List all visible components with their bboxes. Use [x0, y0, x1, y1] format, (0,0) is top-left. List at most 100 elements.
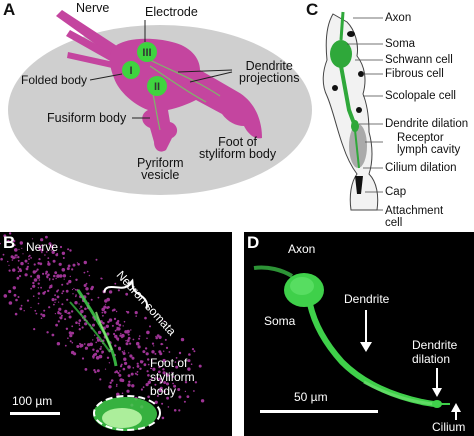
speckle-dot — [62, 257, 65, 259]
speckle-dot — [138, 337, 141, 340]
speckle-dot — [134, 311, 138, 315]
speckle-dot — [36, 274, 40, 278]
speckle-dot — [61, 303, 64, 306]
speckle-dot — [135, 315, 137, 317]
speckle-dot — [28, 258, 30, 260]
neuron-green-signal — [95, 311, 113, 351]
speckle-dot — [58, 301, 60, 303]
speckle-dot — [3, 234, 7, 238]
label-nerve: Nerve — [76, 1, 110, 15]
speckle-dot — [98, 354, 103, 359]
nucleus — [358, 71, 364, 77]
speckle-dot — [92, 348, 95, 351]
speckle-dot — [27, 262, 29, 265]
speckle-dot — [30, 306, 32, 309]
dendrite-dilation-shape — [351, 120, 359, 132]
speckle-dot — [138, 335, 141, 337]
cilium-line — [354, 129, 360, 169]
speckle-dot — [28, 254, 31, 257]
speckle-dot — [66, 282, 69, 285]
speckle-dot — [102, 321, 105, 325]
speckle-dot — [37, 282, 40, 285]
speckle-dot — [69, 249, 72, 252]
speckle-dot — [187, 367, 191, 371]
speckle-dot — [7, 260, 9, 263]
speckle-dot — [95, 258, 98, 261]
speckle-dot — [40, 286, 42, 289]
speckle-dot — [12, 286, 16, 290]
nerve-branch — [56, 10, 120, 56]
panel-c-letter: C — [306, 0, 319, 19]
speckle-dot — [158, 365, 161, 369]
speckle-dot — [156, 334, 160, 337]
speckle-dot — [48, 278, 51, 280]
label-fusiform-body: Fusiform body — [47, 111, 127, 125]
speckle-dot — [165, 346, 169, 349]
speckle-dot — [86, 270, 89, 273]
speckle-dot — [62, 274, 67, 278]
speckle-dot — [21, 247, 23, 249]
speckle-dot — [67, 311, 71, 315]
speckle-dot — [114, 344, 117, 347]
speckle-dot — [47, 257, 50, 259]
panel-a-letter: A — [3, 0, 16, 19]
speckle-dot — [160, 342, 163, 346]
speckle-dot — [126, 329, 130, 334]
speckle-dot — [49, 284, 53, 289]
speckle-dot — [162, 371, 166, 375]
speckle-dot — [191, 348, 195, 351]
speckle-dot — [113, 332, 116, 336]
speckle-dot — [55, 253, 59, 257]
speckle-dot — [84, 307, 87, 311]
nucleus — [356, 107, 362, 113]
speckle-dot — [40, 248, 44, 252]
electrode-i — [122, 61, 140, 79]
speckle-dot — [68, 331, 72, 335]
speckle-dot — [92, 356, 95, 359]
speckle-dot — [163, 381, 167, 384]
speckle-dot — [178, 360, 180, 362]
speckle-dot — [186, 395, 190, 398]
speckle-dot — [40, 313, 43, 316]
speckle-dot — [30, 257, 32, 259]
dendrite-dilation-trace — [432, 400, 442, 408]
speckle-dot — [127, 374, 131, 378]
speckle-dot — [76, 262, 78, 264]
speckle-dot — [26, 299, 30, 302]
speckle-dot — [147, 395, 150, 399]
electrode-ii-label: II — [154, 81, 160, 93]
speckle-dot — [88, 274, 91, 277]
speckle-dot — [200, 399, 205, 403]
speckle-dot — [75, 321, 78, 324]
speckle-dot — [118, 373, 122, 377]
nucleus — [332, 85, 338, 91]
speckle-dot — [156, 377, 158, 379]
speckle-dot — [15, 256, 17, 259]
speckle-dot — [83, 260, 88, 265]
speckle-dot — [97, 296, 100, 299]
speckle-dot — [53, 274, 56, 278]
label-pyriform-vesicle: Pyriform vesicle — [137, 156, 184, 182]
speckle-dot — [108, 318, 113, 322]
speckle-dot — [56, 295, 60, 299]
speckle-dot — [132, 367, 135, 369]
speckle-dot — [25, 267, 29, 271]
speckle-dot — [47, 289, 50, 293]
label-cap: Cap — [385, 186, 407, 198]
panel-b: B Nerve Neuron somata Foot of styliform … — [0, 232, 232, 436]
speckle-dot — [37, 262, 40, 265]
speckle-dot — [60, 314, 63, 317]
speckle-dot — [16, 276, 20, 280]
speckle-dot — [64, 344, 67, 347]
speckle-dot — [37, 287, 40, 289]
speckle-dot — [57, 320, 60, 323]
cilium-arrow — [451, 403, 461, 420]
speckle-dot — [115, 310, 118, 313]
speckle-dot — [158, 377, 161, 381]
speckle-dot — [61, 268, 66, 272]
speckle-dot — [114, 329, 117, 332]
foot-glow-core — [102, 408, 142, 428]
speckle-dot — [54, 301, 56, 303]
speckle-dot — [52, 244, 54, 246]
speckle-dot — [52, 259, 56, 263]
